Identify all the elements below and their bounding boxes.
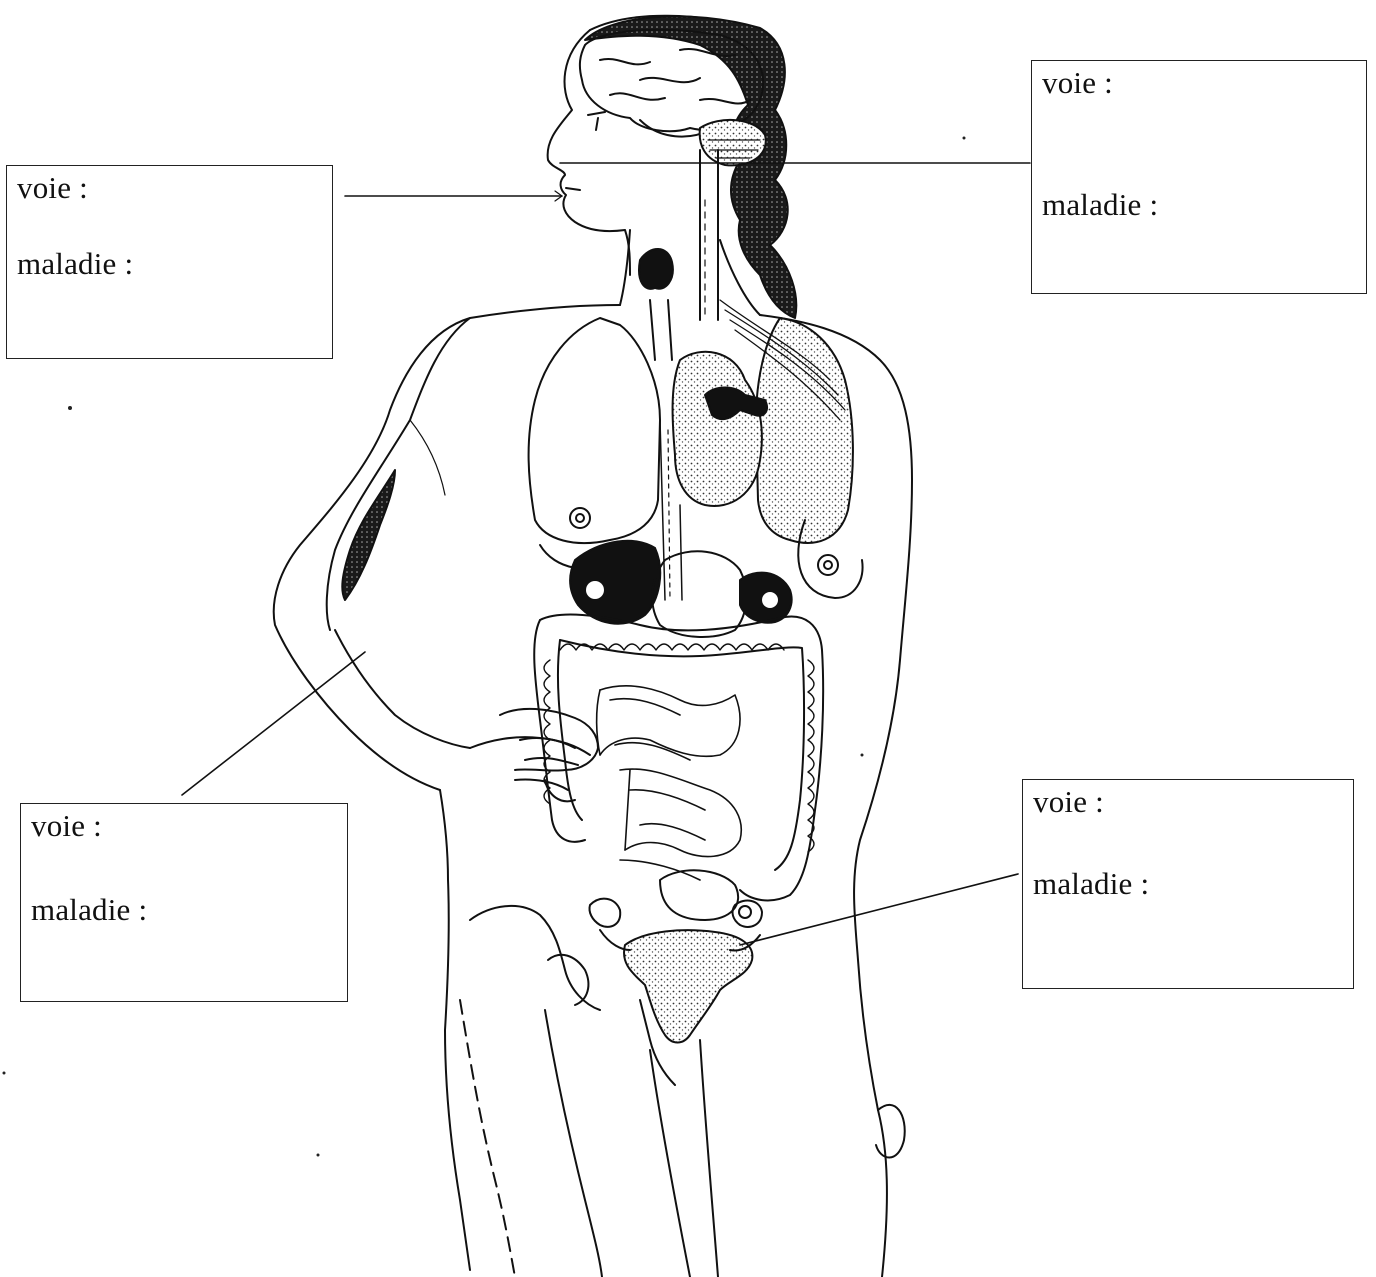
maladie-label: maladie : bbox=[1042, 187, 1158, 223]
left-leg bbox=[460, 1000, 515, 1277]
spinal-cord bbox=[700, 150, 718, 320]
voie-label: voie : bbox=[1042, 65, 1113, 101]
arm-muscle bbox=[342, 470, 395, 600]
ovary-left bbox=[589, 899, 620, 927]
cerebellum bbox=[700, 120, 766, 165]
label-box-bottom-right: voie : maladie : bbox=[1022, 779, 1354, 989]
torso-left-outline bbox=[274, 305, 620, 790]
small-intestine bbox=[597, 686, 742, 880]
left-lung bbox=[529, 318, 660, 543]
label-box-top-left: voie : maladie : bbox=[6, 165, 333, 359]
nipple-right bbox=[818, 555, 838, 575]
label-box-top-right: voie : maladie : bbox=[1031, 60, 1367, 294]
nipple-left bbox=[570, 508, 590, 528]
uterus bbox=[624, 930, 752, 1042]
connector-bottom-left bbox=[182, 652, 365, 795]
voie-label: voie : bbox=[17, 170, 88, 206]
voie-label: voie : bbox=[1033, 784, 1104, 820]
heart bbox=[673, 352, 762, 506]
connector-bottom-right bbox=[740, 874, 1018, 945]
voie-label: voie : bbox=[31, 808, 102, 844]
trachea bbox=[650, 300, 672, 360]
bladder bbox=[660, 870, 738, 920]
liver bbox=[570, 541, 660, 624]
stomach bbox=[652, 551, 746, 637]
large-intestine bbox=[540, 615, 823, 901]
pelvis bbox=[470, 906, 600, 1010]
maladie-label: maladie : bbox=[31, 892, 147, 928]
right-lung bbox=[756, 318, 853, 543]
label-box-bottom-left: voie : maladie : bbox=[20, 803, 348, 1002]
maladie-label: maladie : bbox=[17, 246, 133, 282]
ovary-right bbox=[733, 901, 762, 927]
maladie-label: maladie : bbox=[1033, 866, 1149, 902]
hair-braid bbox=[585, 16, 796, 318]
thyroid bbox=[639, 249, 673, 289]
